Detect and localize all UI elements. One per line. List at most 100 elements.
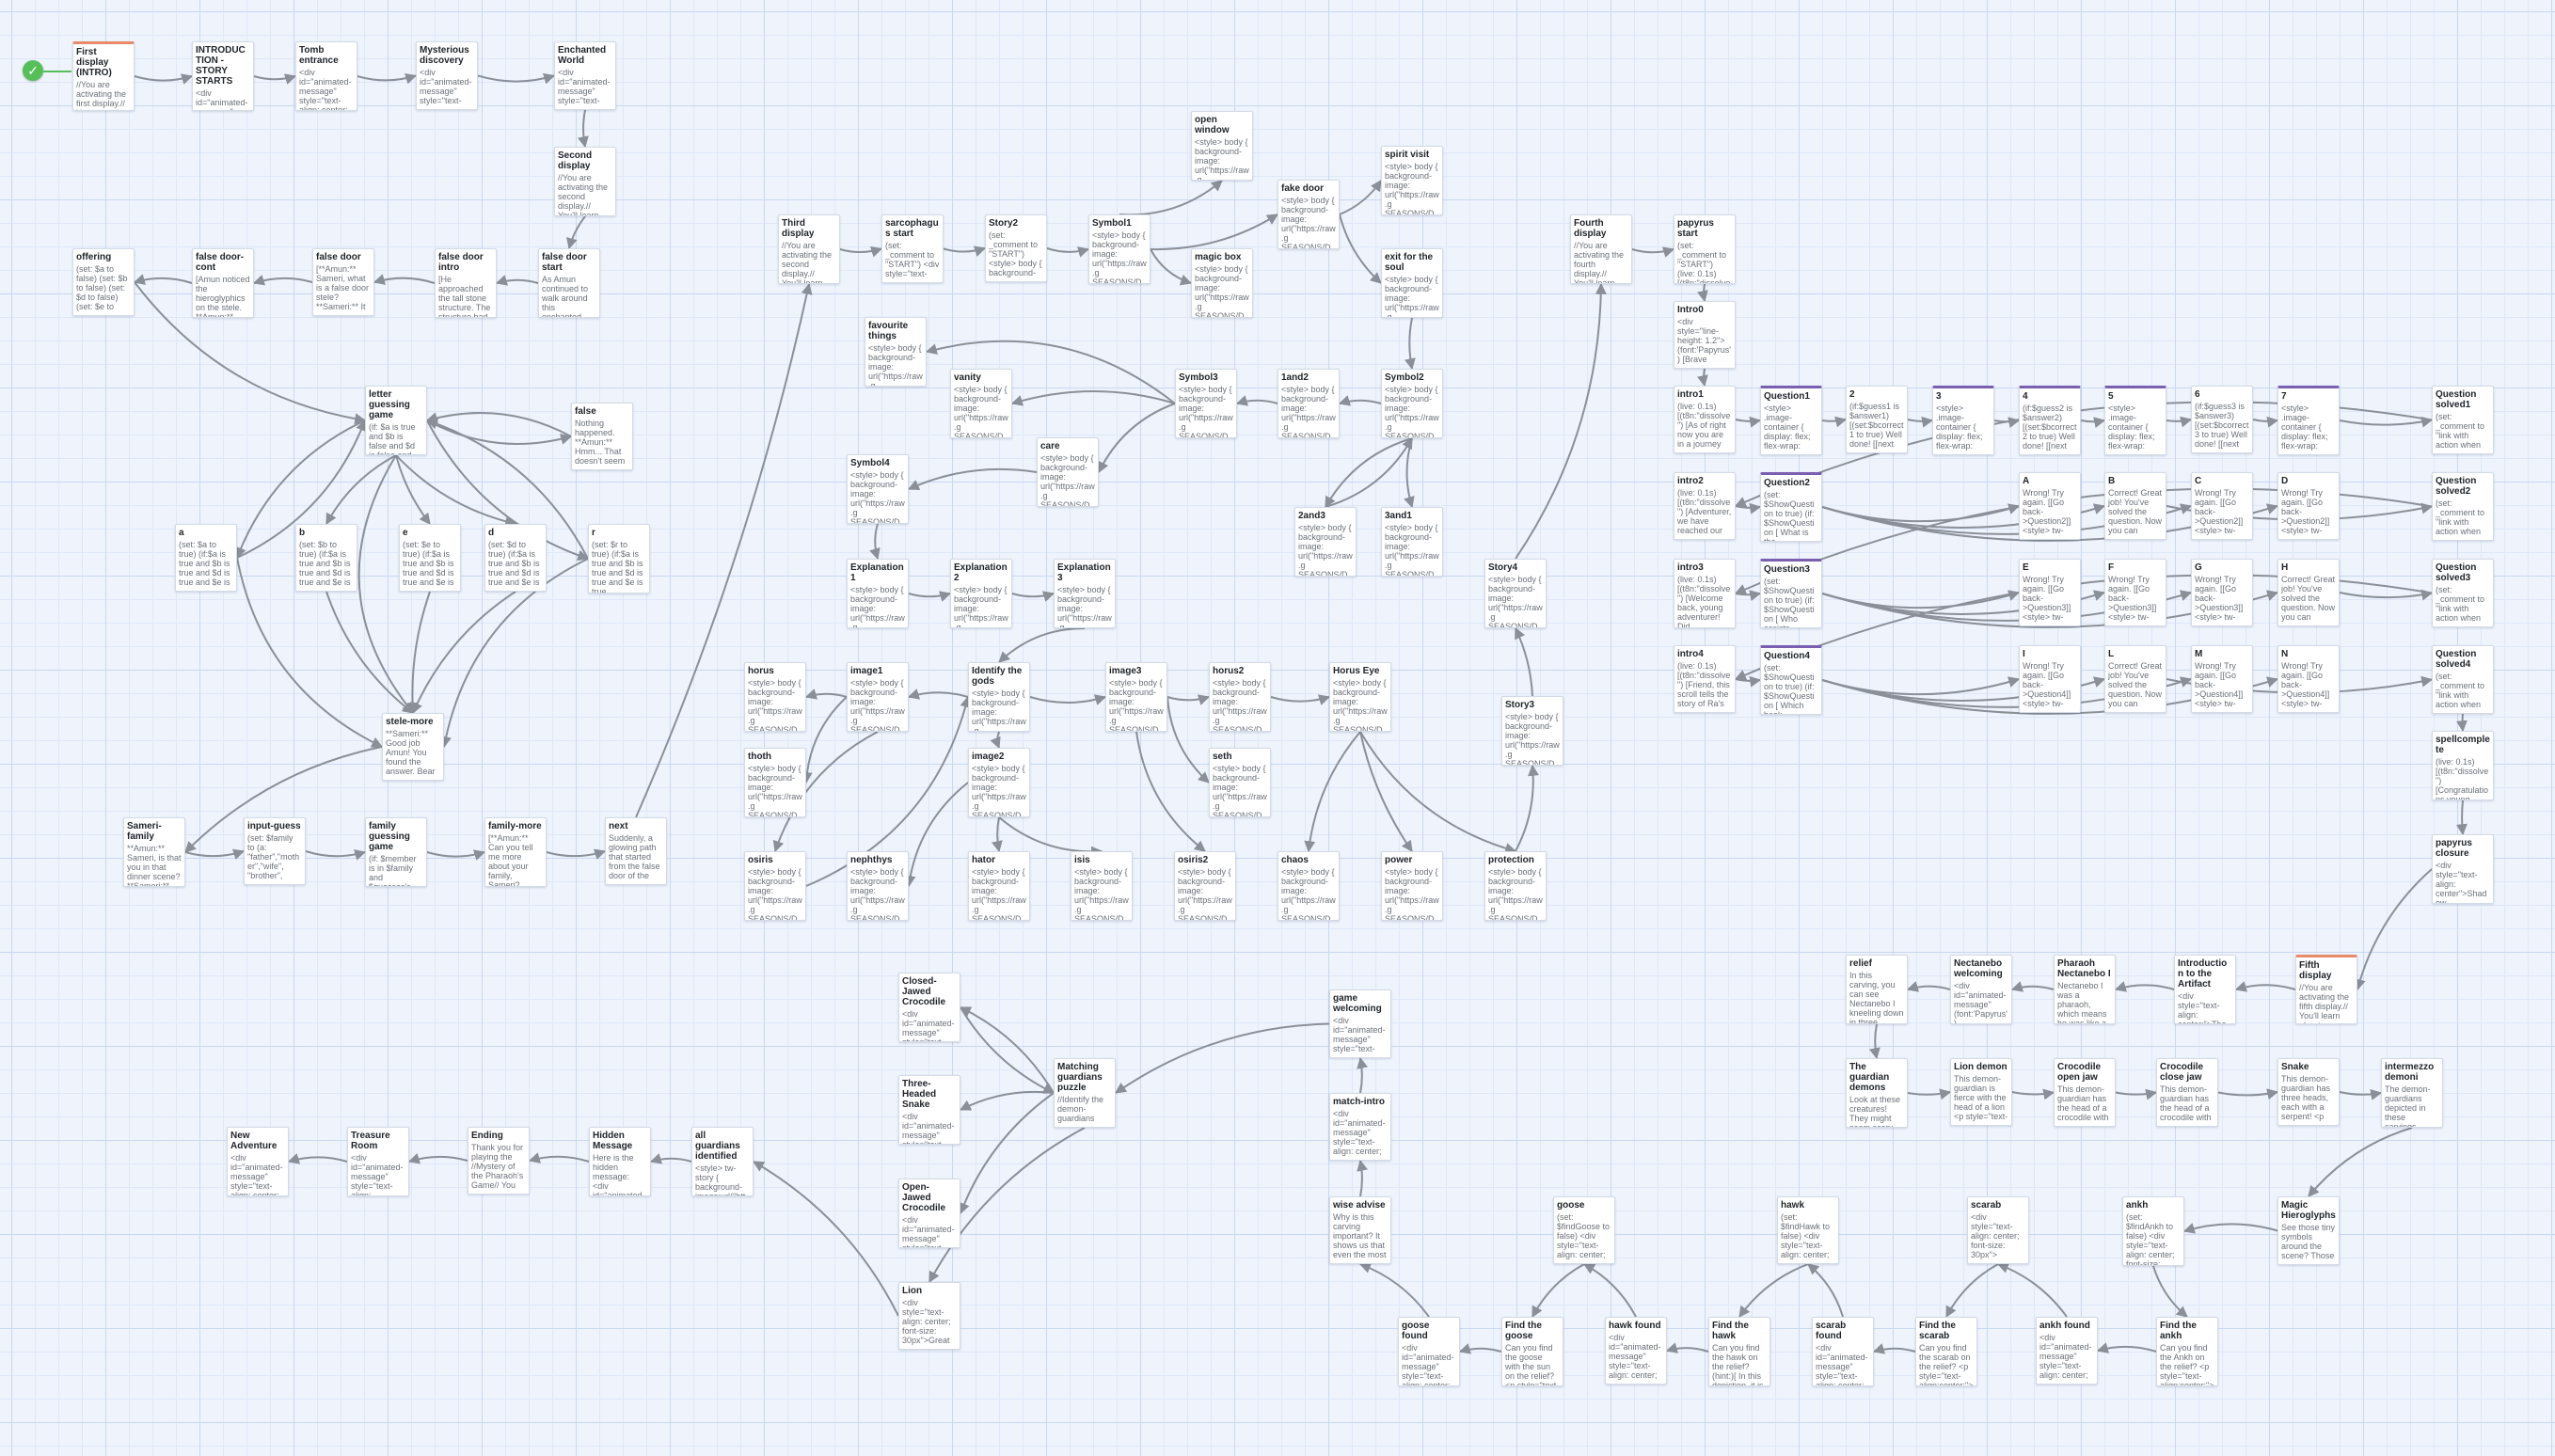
passage-protection[interactable]: protection<style> body { background-imag… <box>1484 851 1547 921</box>
passage-closed-jawed-crocodile[interactable]: Closed-Jawed Crocodile<div id="animated-… <box>898 973 960 1042</box>
passage-3and1[interactable]: 3and1<style> body { background-image: ur… <box>1381 507 1443 577</box>
passage-osiris[interactable]: osiris<style> body { background-image: u… <box>744 851 806 921</box>
passage-hawk[interactable]: hawk(set: $findHawk to false) <div style… <box>1777 1196 1839 1264</box>
passage-explanation1[interactable]: Explanation1<style> body { background-im… <box>847 559 909 628</box>
passage-fourth-display[interactable]: Fourth display//You are activating the f… <box>1570 214 1632 284</box>
passage-power[interactable]: power<style> body { background-image: ur… <box>1381 851 1443 921</box>
passage-false-door[interactable]: false door[**Amun:** Sameri, what is a f… <box>312 248 374 316</box>
passage-goose-found[interactable]: goose found<div id="animated-message" st… <box>1398 1317 1460 1386</box>
passage-second-display[interactable]: Second display//You are activating the s… <box>554 147 616 216</box>
passage-input-guess[interactable]: input-guess(set: $family to (a: "father"… <box>244 817 306 885</box>
passage-open-window[interactable]: open window<style> body { background-ima… <box>1191 111 1253 181</box>
passage-lion[interactable]: Lion<div style="text-align: center; font… <box>898 1282 960 1350</box>
passage-papyrus-start[interactable]: papyrus start(set: _comment to "START") … <box>1674 214 1736 284</box>
passage-question-solved2[interactable]: Question solved2(set: _comment to "link … <box>2432 472 2494 541</box>
passage-nephthys[interactable]: nephthys<style> body { background-image:… <box>847 851 909 921</box>
passage-matching-guardians-puzzle[interactable]: Matching guardians puzzle//Identify the … <box>1054 1058 1116 1128</box>
passage-vanity[interactable]: vanity<style> body { background-image: u… <box>950 369 1012 438</box>
passage-7[interactable]: 7<style> .image-container { display: fle… <box>2277 386 2340 455</box>
passage-chaos[interactable]: chaos<style> body { background-image: ur… <box>1278 851 1340 921</box>
passage-horus2[interactable]: horus2<style> body { background-image: u… <box>1209 662 1271 732</box>
passage-treasure-room[interactable]: Treasure Room<div id="animated-message" … <box>347 1127 409 1196</box>
passage-seth[interactable]: seth<style> body { background-image: url… <box>1209 748 1271 817</box>
passage-favourite-things[interactable]: favourite things<style> body { backgroun… <box>865 317 927 387</box>
passage-5[interactable]: 5<style> .image-container { display: fle… <box>2104 386 2166 455</box>
passage-a[interactable]: a(set: $a to true) (if:$a is true and $b… <box>175 524 237 592</box>
passage-introduction[interactable]: INTRODUCTION - STORY STARTS<div id="anim… <box>192 41 254 111</box>
passage-hawk-found[interactable]: hawk found<div id="animated-message" sty… <box>1605 1317 1667 1385</box>
passage-letter-guessing-game[interactable]: letter guessing game(if: $a is true and … <box>365 386 427 455</box>
passage-d[interactable]: d(set: $d to true) (if:$a is true and $b… <box>484 524 547 592</box>
passage-papyrus-closure[interactable]: papyrus closure<div style="text-align: c… <box>2432 834 2494 904</box>
passage-symbol3[interactable]: Symbol3<style> body { background-image: … <box>1175 369 1237 438</box>
passage-spellcomplete[interactable]: spellcomplete(live: 0.1s) [(t8n:"dissolv… <box>2432 731 2494 800</box>
passage-game-welcoming[interactable]: game welcoming<div id="animated-message"… <box>1329 989 1391 1058</box>
passage-hator[interactable]: hator<style> body { background-image: ur… <box>968 851 1030 921</box>
passage-question4[interactable]: Question4(set: $ShowQuestion to true) (i… <box>1760 645 1822 715</box>
passage-all-guardians-identified[interactable]: all guardians identified<style> tw-story… <box>691 1127 754 1196</box>
passage-image2[interactable]: image2<style> body { background-image: u… <box>968 748 1030 817</box>
passage-intro3[interactable]: intro3(live: 0.1s) [(t8n:"dissolve") [We… <box>1674 559 1736 628</box>
passage-first-display[interactable]: First display (INTRO)//You are activatin… <box>72 41 135 111</box>
passage-enchanted-world[interactable]: Enchanted World<div id="animated-message… <box>554 41 616 110</box>
passage-sameri-family[interactable]: Sameri-family**Amun:** Sameri, is that y… <box>123 817 185 887</box>
passage-2[interactable]: 2(if:$guess1 is $answer1) [(set:$bcorrec… <box>1846 386 1908 453</box>
passage-third-display[interactable]: Third display//You are activating the se… <box>778 214 840 284</box>
passage-symbol2[interactable]: Symbol2<style> body { background-image: … <box>1381 369 1443 438</box>
passage-spirit-visit[interactable]: spirit visit<style> body { background-im… <box>1381 146 1443 215</box>
passage-explanation2[interactable]: Explanation2<style> body { background-im… <box>950 559 1012 628</box>
passage-r[interactable]: r(set: $r to true) (if:$a is true and $b… <box>588 524 650 593</box>
passage-false-door-cont[interactable]: false door-cont[Amun noticed the hierogl… <box>192 248 254 318</box>
passage-story3[interactable]: Story3<style> body { background-image: u… <box>1501 696 1563 766</box>
passage-question-solved4[interactable]: Question solved4(set: _comment to "link … <box>2432 645 2494 714</box>
passage-image3[interactable]: image3<style> body { background-image: u… <box>1105 662 1167 732</box>
passage-fifth-display[interactable]: Fifth display//You are activating the fi… <box>2295 955 2357 1024</box>
passage-nectanebo-welcoming[interactable]: Nectanebo welcoming<div id="animated-mes… <box>1950 955 2012 1024</box>
passage-stele-more[interactable]: stele-more**Sameri:** Good job Amun! You… <box>382 713 444 781</box>
passage-isis[interactable]: isis<style> body { background-image: url… <box>1071 851 1133 921</box>
passage-family-more[interactable]: family-more[**Amun:** Can you tell me mo… <box>484 817 547 887</box>
passage-story2[interactable]: Story2(set: _comment to "START") <style>… <box>985 214 1047 282</box>
passage-b[interactable]: b(set: $b to true) (if:$a is true and $b… <box>295 524 357 592</box>
passage-open-jawed-crocodile[interactable]: Open-Jawed Crocodile<div id="animated-me… <box>898 1179 960 1248</box>
passage-image1[interactable]: image1<style> body { background-image: u… <box>847 662 909 732</box>
passage-story4[interactable]: Story4<style> body { background-image: u… <box>1484 559 1547 628</box>
passage-identify-the-gods[interactable]: Identify the gods<style> body { backgrou… <box>968 662 1030 732</box>
passage-horus[interactable]: horus<style> body { background-image: ur… <box>744 662 806 732</box>
passage-explanation3[interactable]: Explanation3<style> body { background-im… <box>1054 559 1116 628</box>
passage-scarab[interactable]: scarab<div style="text-align: center; fo… <box>1967 1196 2029 1264</box>
passage-goose[interactable]: goose(set: $findGoose to false) <div sty… <box>1553 1196 1615 1264</box>
passage-3[interactable]: 3<style> .image-container { display: fle… <box>1932 386 1994 455</box>
passage-match-intro[interactable]: match-intro<div id="animated-message" st… <box>1329 1093 1391 1161</box>
passage-fake-door[interactable]: fake door<style> body { background-image… <box>1278 180 1340 249</box>
passage-question3[interactable]: Question3(set: $ShowQuestion to true) (i… <box>1760 559 1822 628</box>
passage-intro4[interactable]: intro4(live: 0.1s) [(t8n:"dissolve") [Fr… <box>1674 645 1736 713</box>
passage-family-guessing-game[interactable]: family guessing game(if: $member is in $… <box>365 817 427 887</box>
passage-e[interactable]: e(set: $e to true) (if:$a is true and $b… <box>399 524 461 592</box>
